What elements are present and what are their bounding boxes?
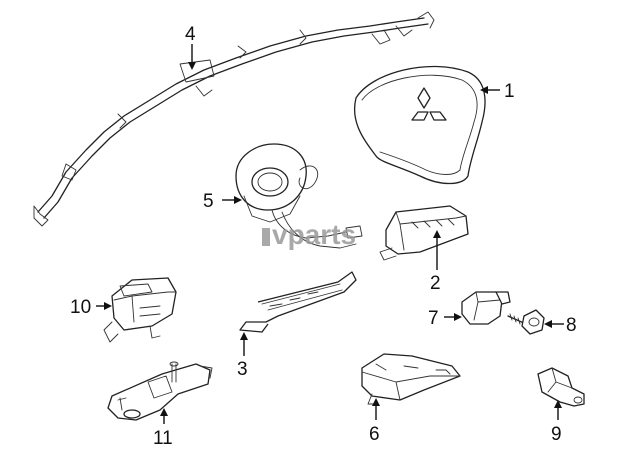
callout-8: 8 <box>566 315 577 336</box>
callout-7: 7 <box>428 308 439 329</box>
watermark-text: vparts <box>272 219 356 250</box>
callout-4: 4 <box>185 24 196 45</box>
part-bolt <box>507 309 545 335</box>
part-clock-spring <box>235 143 363 249</box>
part-steering-wheel-airbag <box>354 65 486 185</box>
callout-10: 10 <box>70 297 91 318</box>
part-airbag-control-unit <box>361 353 461 405</box>
part-sensor-module <box>379 205 469 261</box>
callout-6: 6 <box>369 424 380 445</box>
callout-3: 3 <box>237 359 248 380</box>
part-mounting-bracket <box>107 361 213 421</box>
part-impact-sensor <box>461 291 511 325</box>
callout-9: 9 <box>551 424 562 445</box>
part-bracket-plate <box>239 271 357 333</box>
callout-1: 1 <box>504 81 515 102</box>
part-satellite-sensor <box>103 277 177 343</box>
callout-5: 5 <box>203 191 214 212</box>
callout-2: 2 <box>430 273 441 294</box>
watermark-logo: vparts <box>262 219 356 250</box>
part-side-sensor <box>537 367 585 407</box>
part-curtain-airbag <box>33 11 435 227</box>
callout-11: 11 <box>153 428 173 449</box>
